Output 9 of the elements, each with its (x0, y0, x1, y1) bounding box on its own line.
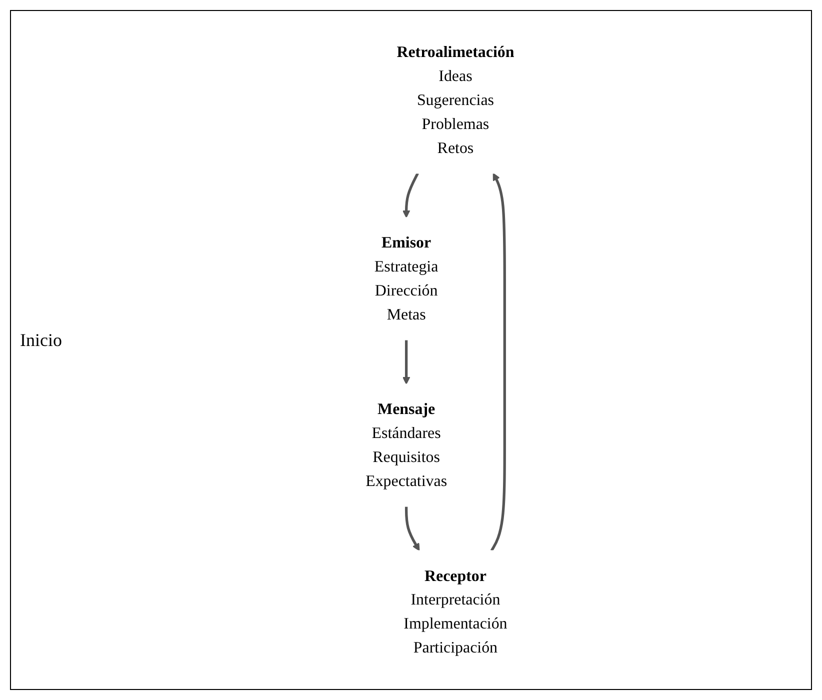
node-text: Receptor Interpretación Implementación Participación (404, 566, 508, 656)
arrow (402, 340, 410, 384)
node-text: Retroalimetación Ideas Sugerencias Problemas Retos (396, 43, 514, 156)
node-text: Emisor Estrategia Dirección Metas (374, 234, 438, 323)
arrow (490, 172, 506, 552)
arrow (402, 172, 420, 218)
start-label: Inicio (20, 330, 62, 351)
arrow (405, 506, 420, 551)
node-text: Mensaje Estándares Requisitos Expectativas (366, 400, 448, 490)
